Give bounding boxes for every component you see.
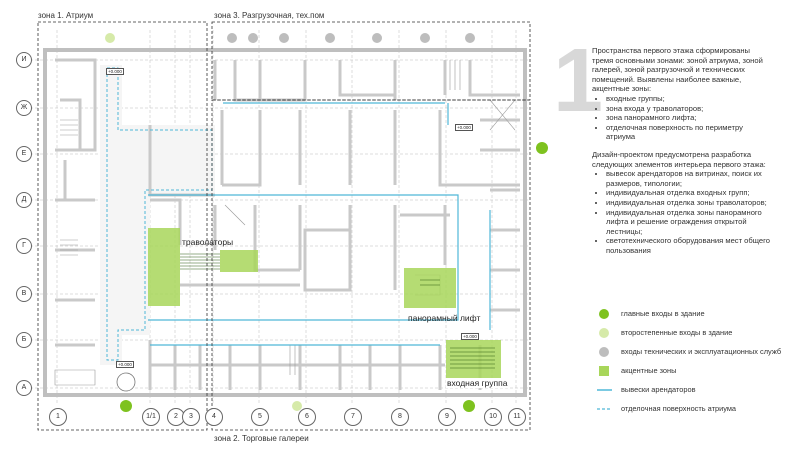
- main-entrance-southeast: [463, 400, 475, 412]
- entrance-group-label: входная группа: [446, 378, 509, 388]
- design-item: индивидуальная отделка зоны панорамного …: [606, 208, 770, 237]
- elevation-mark-2: +0.000: [455, 124, 473, 131]
- accent-zones-item: отделочная поверхность по периметру атри…: [606, 123, 770, 142]
- row-label-a: А: [16, 380, 32, 396]
- col-label-4: 4: [205, 408, 223, 426]
- zone-service-boundary: [211, 21, 531, 101]
- accent-zones-item: зона панорамного лифта;: [606, 113, 770, 123]
- accent-zones-list: входные группы; зона входа у траволаторо…: [592, 94, 770, 142]
- elevation-mark-1: +0.000: [106, 68, 124, 75]
- section-number: 1: [553, 31, 604, 131]
- col-label-8: 8: [391, 408, 409, 426]
- col-label-7: 7: [344, 408, 362, 426]
- design-item: индивидуальная отделка зоны траволаторов…: [606, 198, 770, 208]
- service-entrance-5: [372, 33, 382, 43]
- secondary-entrance-south: [292, 401, 302, 411]
- col-label-5: 5: [251, 408, 269, 426]
- secondary-entrance-north: [105, 33, 115, 43]
- service-entrance-4: [325, 33, 335, 43]
- service-entrance-6: [420, 33, 430, 43]
- legend-label: вывески арендаторов: [621, 385, 696, 394]
- accent-zone-panoramic-lift: [404, 268, 456, 308]
- elevation-mark-4: +0.000: [116, 361, 134, 368]
- col-label-10: 10: [484, 408, 502, 426]
- design-item: светотехнического оборудования мест обще…: [606, 236, 770, 255]
- design-item: индивидуальная отделка входных групп;: [606, 188, 770, 198]
- col-label-11: 11: [508, 408, 526, 426]
- row-label-i: И: [16, 52, 32, 68]
- legend-label: отделочная поверхность атриума: [621, 404, 737, 413]
- panoramic-lift-label: панорамный лифт: [408, 313, 481, 323]
- atrium-perimeter-swatch: [597, 408, 612, 410]
- legend-label: второстепенные входы в здание: [621, 328, 733, 337]
- col-label-2: 2: [167, 408, 185, 426]
- col-label-3: 3: [182, 408, 200, 426]
- description-block-1: Пространства первого этажа сформированы …: [592, 46, 770, 142]
- row-label-e: Е: [16, 146, 32, 162]
- col-label-1: 1: [49, 408, 67, 426]
- design-items-list: вывесок арендаторов на витринах, поиск и…: [592, 169, 770, 255]
- service-entrance-3: [279, 33, 289, 43]
- design-intro: Дизайн-проектом предусмотрена разработка…: [592, 150, 766, 169]
- row-label-b: Б: [16, 332, 32, 348]
- design-item: вывесок арендаторов на витринах, поиск и…: [606, 169, 770, 188]
- atrium-perimeter: [106, 67, 213, 361]
- accent-zone-swatch: [599, 366, 609, 376]
- accent-zones-item: входные группы;: [606, 94, 770, 104]
- row-label-v: В: [16, 286, 32, 302]
- elevation-mark-3: +0.000: [461, 333, 479, 340]
- description-intro: Пространства первого этажа сформированы …: [592, 46, 763, 94]
- accent-zone-travolator-west: [148, 228, 180, 306]
- zone-service-label: зона 3. Разгрузочная, тех.пом: [214, 11, 325, 20]
- accent-zone-travolator-east: [220, 250, 258, 272]
- row-label-zh: Ж: [16, 100, 32, 116]
- service-entrance-2: [248, 33, 258, 43]
- accent-zones-item: зона входа у траволаторов;: [606, 104, 770, 114]
- tenant-signs: [148, 102, 491, 346]
- row-label-d: Д: [16, 192, 32, 208]
- zone-boundaries: [37, 21, 531, 431]
- legend-label: входы технических и эксплуатационных слу…: [621, 347, 782, 356]
- tenant-sign-swatch: [597, 389, 612, 391]
- zone-atrium-label: зона 1. Атриум: [38, 11, 94, 20]
- travolator-hatch: [180, 253, 495, 369]
- service-entrance-7: [465, 33, 475, 43]
- main-entrance-east: [536, 142, 548, 154]
- zone-galleries-label: зона 2. Торговые галереи: [214, 434, 309, 443]
- col-label-1-1: 1/1: [142, 408, 160, 426]
- building-outline: [43, 48, 527, 397]
- revolving-door: [116, 372, 136, 392]
- secondary-entrance-swatch: [599, 328, 609, 338]
- description-block-2: Дизайн-проектом предусмотрена разработка…: [592, 150, 770, 256]
- service-entrance-swatch: [599, 347, 609, 357]
- floor-plan: [30, 21, 548, 431]
- travolators-label: траволаторы: [182, 237, 234, 247]
- entrances: [105, 33, 548, 412]
- walls: [55, 58, 520, 390]
- main-entrance-southwest: [120, 400, 132, 412]
- main-entrance-swatch: [599, 309, 609, 319]
- atrium-void: [100, 65, 215, 365]
- legend-label: главные входы в здание: [621, 309, 705, 318]
- zone-atrium-boundary: [37, 21, 208, 431]
- service-entrance-1: [227, 33, 237, 43]
- col-label-9: 9: [438, 408, 456, 426]
- col-label-6: 6: [298, 408, 316, 426]
- legend-label: акцентные зоны: [621, 366, 677, 375]
- row-label-g: Г: [16, 238, 32, 254]
- zone-galleries-boundary: [211, 99, 531, 431]
